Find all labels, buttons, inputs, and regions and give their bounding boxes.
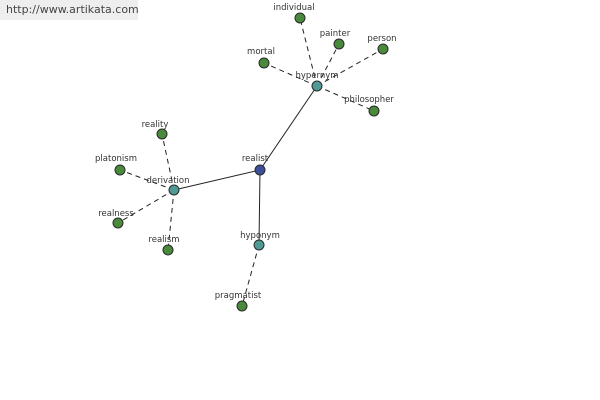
edges-layer bbox=[117, 17, 384, 307]
nodes-layer bbox=[112, 12, 389, 312]
edge-derivation-platonism bbox=[119, 169, 175, 191]
edge-hypernym-philosopher bbox=[316, 85, 375, 112]
node-label-realism: realism bbox=[148, 235, 179, 245]
node-individual[interactable] bbox=[294, 12, 306, 24]
node-realism[interactable] bbox=[162, 244, 174, 256]
node-pragmatist[interactable] bbox=[236, 300, 248, 312]
node-label-mortal: mortal bbox=[247, 47, 275, 57]
edge-hyponym-pragmatist bbox=[241, 244, 260, 307]
node-mortal[interactable] bbox=[258, 57, 270, 69]
edge-hypernym-painter bbox=[316, 43, 340, 87]
edge-realist-hypernym bbox=[259, 85, 318, 171]
node-painter[interactable] bbox=[333, 38, 345, 50]
node-label-philosopher: philosopher bbox=[344, 95, 394, 105]
node-reality[interactable] bbox=[156, 128, 168, 140]
node-hyponym[interactable] bbox=[253, 239, 265, 251]
edge-derivation-realism bbox=[167, 189, 175, 251]
node-label-hypernym: hypernym bbox=[295, 71, 338, 81]
labels-layer: realist hypernym derivation hyponym individu… bbox=[95, 3, 397, 301]
edge-realist-derivation bbox=[173, 169, 261, 191]
node-label-platonism: platonism bbox=[95, 154, 137, 164]
node-label-realness: realness bbox=[98, 209, 134, 219]
node-person[interactable] bbox=[377, 43, 389, 55]
node-label-hyponym: hyponym bbox=[240, 231, 280, 241]
node-realness[interactable] bbox=[112, 217, 124, 229]
node-label-person: person bbox=[367, 34, 396, 44]
edge-hypernym-individual bbox=[299, 17, 318, 87]
node-label-individual: individual bbox=[273, 3, 314, 13]
edge-hypernym-mortal bbox=[263, 62, 318, 87]
edge-derivation-realness bbox=[117, 189, 175, 224]
node-label-reality: reality bbox=[142, 120, 169, 130]
node-realist[interactable] bbox=[254, 164, 266, 176]
node-platonism[interactable] bbox=[114, 164, 126, 176]
edge-hypernym-person bbox=[316, 48, 384, 87]
node-hypernym[interactable] bbox=[311, 80, 323, 92]
watermark-url: http://www.artikata.com bbox=[0, 0, 139, 20]
node-label-realist: realist bbox=[242, 154, 269, 164]
node-derivation[interactable] bbox=[168, 184, 180, 196]
edge-realist-hyponym bbox=[258, 169, 261, 246]
node-label-derivation: derivation bbox=[146, 176, 189, 186]
node-label-painter: painter bbox=[320, 29, 351, 39]
edge-derivation-reality bbox=[161, 133, 175, 191]
node-philosopher[interactable] bbox=[368, 105, 380, 117]
node-label-pragmatist: pragmatist bbox=[215, 291, 262, 301]
